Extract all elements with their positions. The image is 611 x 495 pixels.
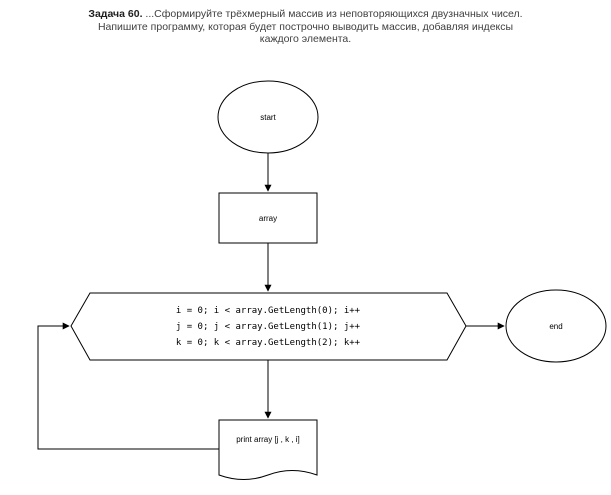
- output-document: [218, 419, 318, 480]
- start-node: start: [217, 80, 319, 154]
- task-line-2: Напишите программу, которая будет постро…: [97, 20, 514, 33]
- loop-line-j: j = 0; j < array.GetLength(1); j++: [176, 322, 361, 332]
- process-rect: [218, 192, 318, 244]
- output-node: print array [j , k , i]: [218, 419, 318, 480]
- task-description: Задача 60. ...Сформируйте трёхмерный мас…: [0, 8, 611, 46]
- end-node: end: [505, 289, 607, 363]
- loop-node: i = 0; i < array.GetLength(0); i++ j = 0…: [70, 292, 467, 361]
- task-text-1: ...Сформируйте трёхмерный массив из непо…: [142, 8, 523, 20]
- task-line-1: Задача 60. ...Сформируйте трёхмерный мас…: [0, 8, 611, 21]
- output-label: print array [j , k , i]: [236, 435, 300, 444]
- end-label: end: [549, 322, 562, 331]
- end-ellipse: [505, 289, 607, 363]
- loop-hexagon: [70, 292, 467, 361]
- task-line-3: каждого элемента.: [259, 33, 352, 45]
- edge-output-back-to-loop: [37, 322, 219, 450]
- loop-line-k: k = 0; k < array.GetLength(2); k++: [176, 338, 361, 348]
- process-node: array: [218, 192, 318, 244]
- loop-line-i: i = 0; i < array.GetLength(0); i++: [176, 306, 361, 316]
- process-label: array: [259, 214, 277, 223]
- start-label: start: [260, 113, 276, 122]
- task-title: Задача 60.: [88, 8, 143, 20]
